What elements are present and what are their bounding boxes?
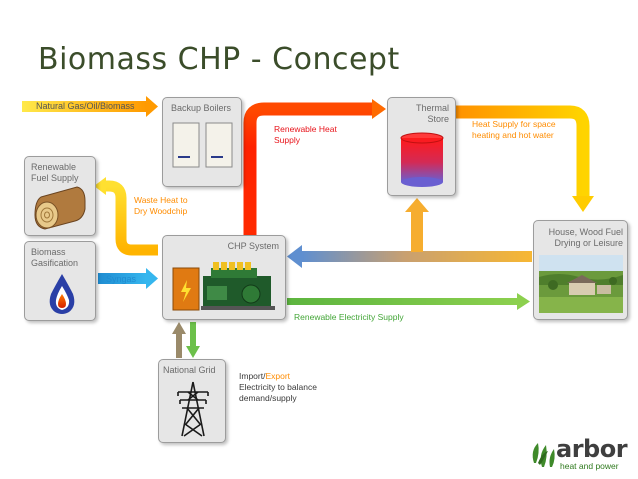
- fuel-input-arrow: [22, 96, 158, 117]
- page-title: Biomass CHP - Concept: [38, 42, 400, 77]
- backup-boilers-label: Backup Boilers: [171, 103, 232, 113]
- grid-note-text: Electricity to balance demand/supply: [239, 382, 317, 403]
- import-label: Import: [239, 371, 264, 381]
- syngas-label: Syngas: [106, 274, 137, 284]
- thermal-store-label: Thermal Store: [415, 103, 449, 124]
- renewable-fuel-box: Renewable Fuel Supply: [24, 156, 96, 236]
- house-box: House, Wood Fuel Drying or Leisure: [533, 220, 628, 320]
- logo-name: arbor: [556, 435, 628, 463]
- chp-engine-icon: [172, 262, 275, 311]
- backup-boilers-box: Backup Boilers: [162, 97, 242, 187]
- slash-label: /: [263, 371, 266, 381]
- national-grid-label: National Grid: [163, 365, 216, 375]
- farmhouse-image: [539, 255, 623, 313]
- waste-heat-arrow: [94, 177, 158, 256]
- renewable-heat-label: Renewable Heat Supply: [274, 124, 337, 145]
- flame-icon: [49, 274, 75, 314]
- logo-tagline: heat and power: [560, 461, 619, 471]
- renewable-fuel-label: Renewable Fuel Supply: [31, 162, 79, 183]
- renewable-electricity-label: Renewable Electricity Supply: [294, 312, 404, 322]
- chp-system-box: CHP System: [162, 235, 286, 320]
- boiler-icon: [172, 122, 233, 168]
- biomass-gasification-box: Biomass Gasification: [24, 241, 96, 321]
- arbor-logo: arbor heat and power: [528, 435, 632, 476]
- renewable-electricity-arrow: [287, 293, 530, 310]
- thermal-store-box: Thermal Store: [387, 97, 456, 196]
- log-icon: [34, 186, 86, 230]
- heat-supply-arrow: [446, 105, 594, 212]
- pylon-icon: [177, 381, 209, 437]
- grid-note: Import/Export Electricity to balance dem…: [239, 371, 349, 404]
- national-grid-box: National Grid: [158, 359, 226, 443]
- waste-heat-label: Waste Heat to Dry Woodchip: [134, 195, 188, 216]
- chp-system-label: CHP System: [227, 241, 279, 251]
- renewable-heat-arrow: [243, 99, 386, 236]
- arbor-leaf-icon: [532, 443, 555, 467]
- export-arrow: [186, 322, 200, 358]
- tank-icon: [400, 132, 444, 187]
- syngas-arrow: [98, 268, 158, 289]
- return-heat-arrow: [287, 245, 532, 268]
- house-label: House, Wood Fuel Drying or Leisure: [548, 227, 623, 248]
- import-export-line: Import/Export: [239, 371, 349, 382]
- biomass-gasification-label: Biomass Gasification: [31, 247, 79, 268]
- heat-supply-label: Heat Supply for space heating and hot wa…: [472, 119, 556, 140]
- fuel-input-label: Natural Gas/Oil/Biomass: [36, 101, 135, 111]
- export-label: Export: [265, 371, 291, 381]
- import-arrow: [172, 322, 186, 358]
- thermal-store-feed-arrow: [405, 198, 429, 252]
